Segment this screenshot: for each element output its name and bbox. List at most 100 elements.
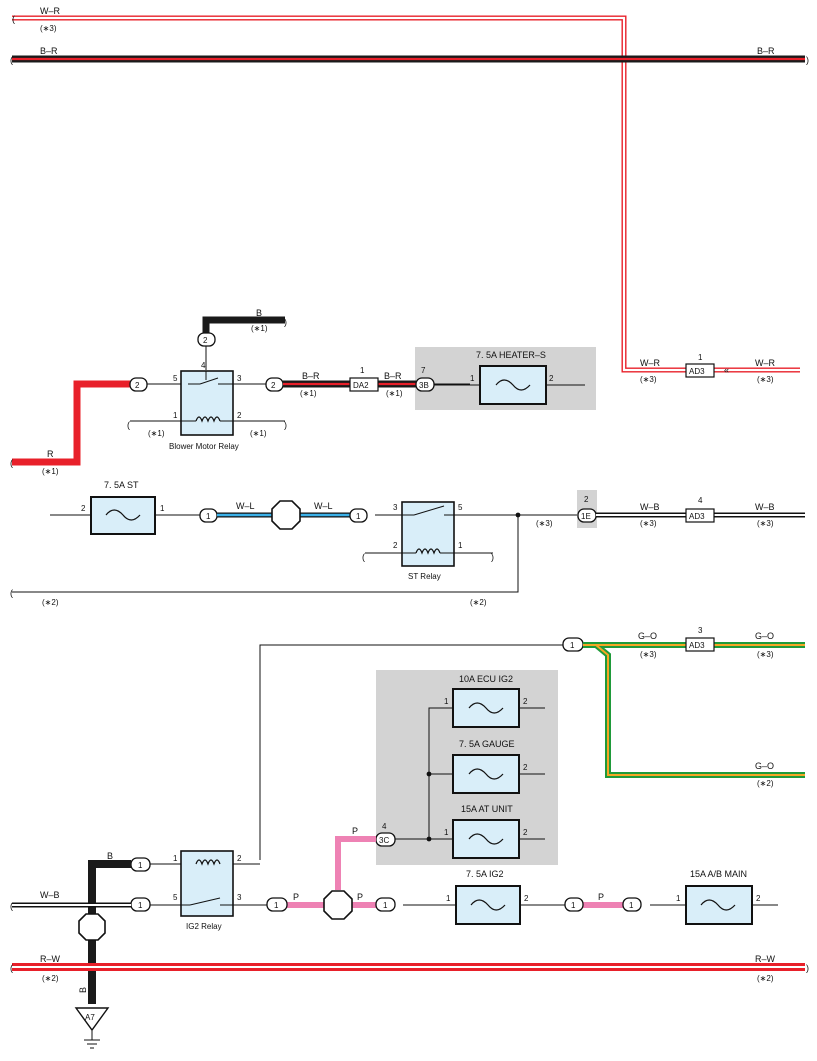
wire-r [12,380,130,466]
fuse-symbol [700,899,736,911]
junction-octagon-p [323,890,353,920]
st-relay [401,501,455,567]
note-b-top: (∗1) [251,324,268,333]
connector-ad3-b-label: AD3 [689,512,705,521]
connector-da2-pin: 1 [360,366,365,375]
bracket: ( [10,901,13,911]
fuse-gauge-p2: 2 [523,763,528,772]
connector-ad3-a-label: AD3 [689,367,705,376]
blower-relay-p3: 3 [237,374,242,383]
label-b-ground: B [107,851,113,861]
label-g-o-1: G–O [638,631,657,641]
label-w-r-right: W–R [755,358,776,368]
connector-1-p-label: 1 [383,901,388,910]
connector-1-ab-b-label: 1 [629,901,634,910]
connector-1-ab-a [564,897,584,912]
blower-relay-p1: 1 [173,411,178,420]
note-b-r-mid: (∗1) [300,389,317,398]
label-b-r-top: B–R [40,46,58,56]
wire-b-top [202,316,285,340]
label-w-l-2: W–L [314,501,333,511]
bracket: ( [10,55,13,65]
fuse-heater-s-symbol [495,379,531,391]
connector-da2-label: DA2 [353,381,369,390]
st-relay-p2: 2 [393,541,398,550]
note-w-r-right: (∗3) [757,375,774,384]
ground-symbol-icon [84,1039,100,1049]
connector-1e-label: 1E [581,512,591,521]
fuse-st-p1: 1 [160,504,165,513]
wire-st-return [12,515,519,593]
connector-1-p [375,897,396,912]
connector-2-right-label: 2 [271,381,276,390]
relay-coil [195,416,221,423]
fuse-symbol [468,768,504,780]
connector-1-st-left-label: 1 [206,512,211,521]
note-w-r-top: (∗3) [40,24,57,33]
bracket: ( [10,458,13,468]
bracket: ( [12,14,15,24]
label-b-ground-vert: B [78,987,88,993]
note-w-b-1: (∗3) [640,519,657,528]
label-r-w: R–W [40,954,61,964]
note-w-b-2: (∗3) [757,519,774,528]
connector-ad3-c [685,637,715,652]
blower-motor-relay [180,370,234,436]
bracket: ( [362,552,365,562]
note-r-w-right: (∗2) [757,974,774,983]
connector-1-ig2-5-label: 1 [138,901,143,910]
connector-2-top-label: 2 [203,336,208,345]
st-relay-coil [415,548,441,555]
label-r-w-right: R–W [755,954,776,964]
blower-relay-note-right: (∗1) [250,429,267,438]
label-b-r-top-right: B–R [757,46,775,56]
connector-1-ab-b [622,897,642,912]
connector-3c-pin: 4 [382,822,387,831]
blower-relay-p2: 2 [237,411,242,420]
connector-ad3-c-pin: 3 [698,626,703,635]
junction-octagon-ground [78,913,106,941]
fuse-at-unit-p1: 1 [444,828,449,837]
arrow: « [724,365,729,375]
label-b-r-mid2: B–R [384,371,402,381]
connector-2-left-label: 2 [135,381,140,390]
connector-1-st-right-label: 1 [356,512,361,521]
label-w-b-bottom: W–B [40,890,60,900]
wire-w-r-top [12,15,800,373]
note-r: (∗1) [42,467,59,476]
blower-relay-name: Blower Motor Relay [169,442,239,451]
bracket: ) [806,55,809,65]
ig2-relay-p3: 3 [237,893,242,902]
ground-triangle [74,1007,110,1032]
ig2-relay-p2: 2 [237,854,242,863]
fuse-heater-s-name: 7. 5A HEATER–S [476,350,546,360]
bracket: ) [284,420,287,430]
label-w-r-mid: W–R [640,358,661,368]
fuse-ecu-ig2-name: 10A ECU IG2 [459,674,513,684]
fuse-ig2-name: 7. 5A IG2 [466,869,504,879]
connector-da2 [349,377,379,392]
label-p-2: P [293,892,299,902]
fuse-ab-main-p1: 1 [676,894,681,903]
fuse-symbol [470,899,506,911]
fuse-ab-main [685,885,753,925]
note-g-o-1: (∗3) [640,650,657,659]
connector-ad3-a [685,363,715,378]
fuse-st-name: 7. 5A ST [104,480,139,490]
connector-1-ig2-3 [266,897,288,912]
bracket: ) [284,317,287,327]
blower-relay-note-left: (∗1) [148,429,165,438]
connector-3c-label: 3C [379,836,389,845]
connector-ad3-b-pin: 4 [698,496,703,505]
note-g-o-2: (∗3) [757,650,774,659]
bracket: ) [491,552,494,562]
label-r: R [47,449,54,459]
label-g-o-2: G–O [755,631,774,641]
fuse-at-unit-p2: 2 [523,828,528,837]
note-st-return-right: (∗2) [470,598,487,607]
fuse-ig2-p2: 2 [524,894,529,903]
fuse-st-symbol [105,509,141,521]
st-relay-p3: 3 [393,503,398,512]
note-g-o-3: (∗2) [757,779,774,788]
ig2-relay-p1: 1 [173,854,178,863]
